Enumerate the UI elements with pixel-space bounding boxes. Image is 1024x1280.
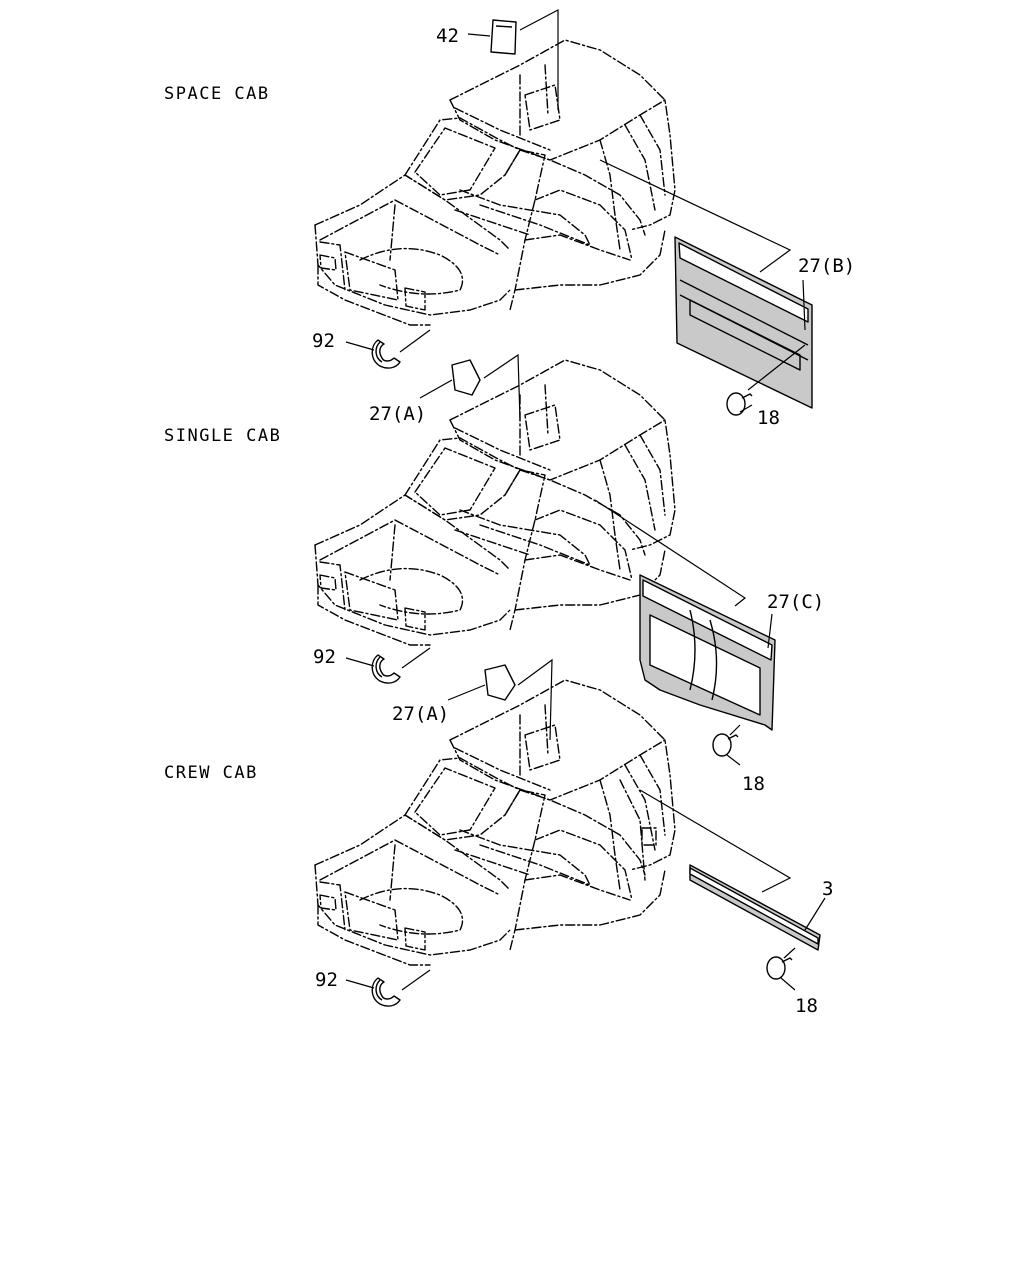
section-label: SPACE CAB: [164, 84, 270, 104]
part-3-sill-strip: [639, 789, 826, 951]
callout-18: 18: [795, 995, 818, 1017]
part-27b-rear-panel: [599, 159, 813, 409]
callout-92: 92: [313, 646, 336, 668]
cab-body-outline: [314, 39, 676, 326]
section-single-cab: SINGLE CAB 27(A) 27(C) 18: [164, 353, 824, 795]
part-27a-cap: [447, 658, 553, 741]
part-18-pin: [712, 724, 741, 766]
section-label: SINGLE CAB: [164, 426, 281, 446]
section-space-cab: SPACE CAB 42 27(B) 18: [164, 9, 855, 429]
callout-3: 3: [822, 878, 833, 900]
part-92-clip: [345, 969, 431, 1007]
callout-18: 18: [742, 773, 765, 795]
callout-27a: 27(A): [369, 403, 426, 425]
part-18-pin: [766, 947, 796, 991]
part-92-clip: [345, 329, 431, 369]
crew-cab-rear-door: [619, 779, 657, 881]
part-27a-cap: [419, 353, 521, 421]
part-18-pin: [726, 344, 806, 416]
part-42-cap: [467, 9, 559, 110]
part-92-clip: [345, 647, 431, 684]
callout-42: 42: [436, 25, 459, 47]
cab-body-outline: [314, 679, 676, 966]
callout-27c: 27(C): [767, 591, 824, 613]
callout-18: 18: [757, 407, 780, 429]
callout-27b: 27(B): [798, 255, 855, 277]
callout-92: 92: [312, 330, 335, 352]
part-27c-rear-trim: [594, 499, 776, 731]
callout-92: 92: [315, 969, 338, 991]
section-label: CREW CAB: [164, 763, 258, 783]
callout-27a: 27(A): [392, 703, 449, 725]
section-crew-cab: CREW CAB 27(A) 3 18: [164, 658, 833, 1017]
